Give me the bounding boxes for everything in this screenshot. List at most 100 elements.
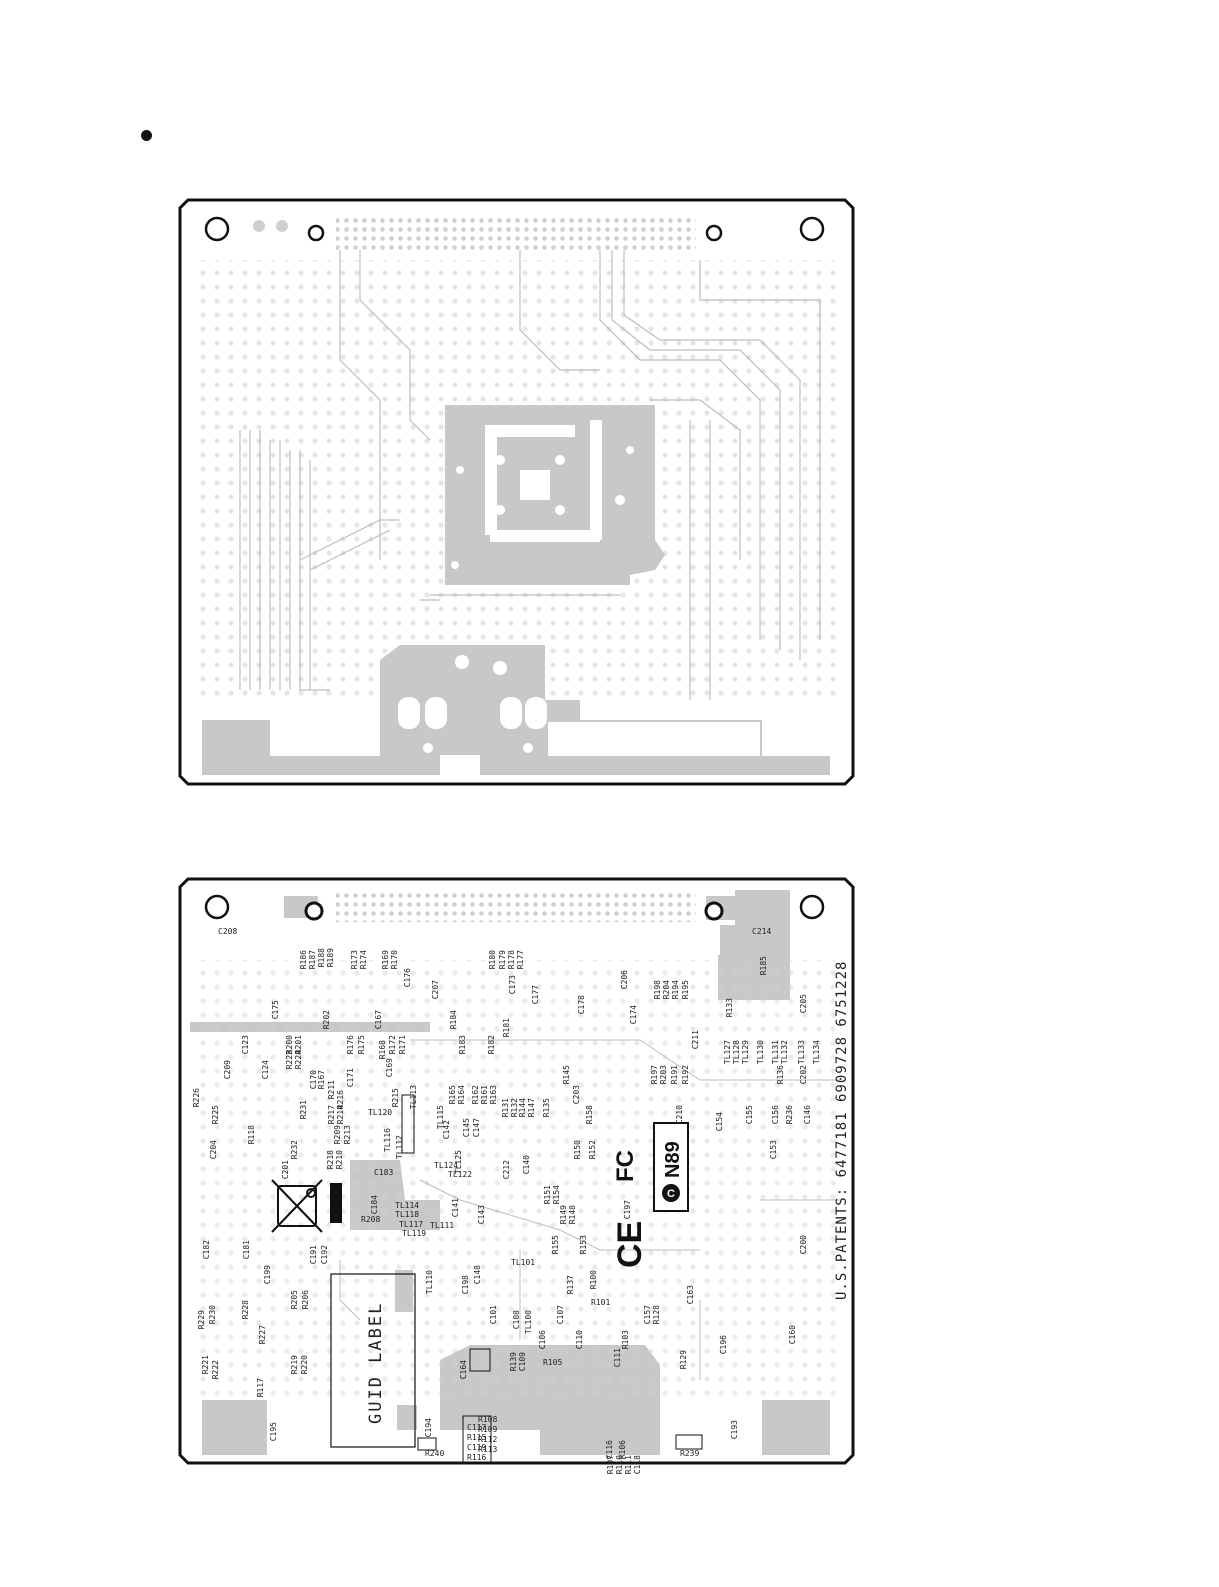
ref-r175: R175 (357, 1035, 366, 1054)
ref-tl125: TL125 (454, 1150, 463, 1174)
patents-text: U.S.PATENTS: 6477181 6909728 6751228 (834, 961, 850, 1300)
ref-r169: R169 (381, 950, 390, 969)
ref-r172: R172 (388, 1035, 397, 1054)
ref-r208: R208 (361, 1215, 380, 1224)
mounting-holes (204, 216, 825, 242)
ref-r213: R213 (343, 1125, 352, 1144)
ref-c155: C155 (745, 1105, 754, 1124)
ref-c191: C191 (309, 1245, 318, 1264)
ref-r115: R115 (467, 1433, 486, 1442)
ref-c141: C141 (451, 1198, 460, 1217)
ref-c110: C110 (575, 1330, 584, 1349)
header-pin-field (336, 216, 696, 250)
ref-c117: C117 (467, 1423, 486, 1432)
ref-r227: R227 (258, 1325, 267, 1344)
mounting-holes-bottom (204, 894, 825, 920)
ref-tl129: TL129 (741, 1040, 750, 1064)
ref-r192: R192 (681, 1065, 690, 1084)
ref-c123: C123 (241, 1035, 250, 1054)
ref-r221: R221 (201, 1355, 210, 1374)
ref-c184: C184 (370, 1195, 379, 1214)
ref-tl110: TL110 (425, 1270, 434, 1294)
ref-r240: R240 (425, 1449, 444, 1458)
ref-c116: C116 (605, 1440, 614, 1459)
ref-c183: C183 (374, 1168, 393, 1177)
ref-r167: R167 (317, 1070, 326, 1089)
ref-r168: R168 (378, 1040, 387, 1059)
ref-r112: R112 (478, 1435, 497, 1444)
pcb-bottom-silkscreen: GUID LABEL CE FC C N89 U.S.PATENTS: 6477… (178, 877, 855, 1474)
fcc-mark: FC (612, 1150, 639, 1182)
ref-r178: R178 (507, 950, 516, 969)
ref-r219: R219 (290, 1355, 299, 1374)
ref-c109: C109 (518, 1352, 527, 1371)
ref-c174: C174 (629, 1005, 638, 1024)
pcb-top-layer (178, 198, 855, 786)
ref-r228: R228 (241, 1300, 250, 1319)
ref-r224: R224 (294, 1050, 303, 1069)
ref-r180: R180 (488, 950, 497, 969)
ref-c202: C202 (799, 1065, 808, 1084)
ref-r129: R129 (679, 1350, 688, 1369)
ref-c154: C154 (715, 1112, 724, 1131)
ref-c153: C153 (769, 1140, 778, 1159)
ref-tl112: TL112 (395, 1135, 404, 1159)
ref-r105: R105 (543, 1358, 562, 1367)
ref-r163: R163 (489, 1085, 498, 1104)
ref-tl111: TL111 (430, 1221, 454, 1230)
guid-label-box (330, 1273, 416, 1448)
ref-c142: C142 (442, 1120, 451, 1139)
ref-c143: C143 (477, 1205, 486, 1224)
ref-r198: R198 (653, 980, 662, 999)
ref-r148: R148 (568, 1205, 577, 1224)
ref-c204: C204 (209, 1140, 218, 1159)
ref-c196: C196 (719, 1335, 728, 1354)
ref-r137: R137 (566, 1275, 575, 1294)
ref-r229: R229 (197, 1310, 206, 1329)
ref-c177: C177 (531, 985, 540, 1004)
ref-r110: R110 (615, 1455, 624, 1474)
ref-c214: C214 (752, 927, 771, 936)
ref-r181: R181 (502, 1018, 511, 1037)
ref-r103: R103 (621, 1330, 630, 1349)
ref-r164: R164 (457, 1085, 466, 1104)
ref-r153: R153 (579, 1235, 588, 1254)
ref-r230: R230 (208, 1305, 217, 1324)
ref-tl131: TL131 (771, 1040, 780, 1064)
ref-r147: R147 (527, 1098, 536, 1117)
ref-r101: R101 (591, 1298, 610, 1307)
ref-c198: C198 (461, 1275, 470, 1294)
ref-r236: R236 (785, 1105, 794, 1124)
ref-r170: R170 (390, 950, 399, 969)
ref-r132: R132 (510, 1098, 519, 1117)
ref-c209: C209 (223, 1060, 232, 1079)
ref-c119: C119 (467, 1443, 486, 1452)
ref-c160: C160 (788, 1325, 797, 1344)
ref-r133: R133 (725, 998, 734, 1017)
ref-r139: R139 (509, 1352, 518, 1371)
ref-r144: R144 (518, 1098, 527, 1117)
ref-c169: C169 (385, 1058, 394, 1077)
ref-r152: R152 (588, 1140, 597, 1159)
ref-r145: R145 (562, 1065, 571, 1084)
ref-c210: C210 (675, 1105, 684, 1124)
ref-c208: C208 (218, 927, 237, 936)
ref-r202: R202 (322, 1010, 331, 1029)
n89-text: N89 (662, 1141, 684, 1178)
ref-c171: C171 (346, 1068, 355, 1087)
ref-r239: R239 (680, 1449, 699, 1458)
ref-tl114: TL114 (395, 1201, 419, 1210)
ref-tl132: TL132 (780, 1040, 789, 1064)
ref-r108: R108 (478, 1415, 497, 1424)
ref-c111: C111 (613, 1348, 622, 1367)
ref-r194: R194 (671, 980, 680, 999)
ref-c140: C140 (522, 1155, 531, 1174)
ref-r204: R204 (662, 980, 671, 999)
ref-tl118: TL118 (395, 1210, 419, 1219)
ref-r158: R158 (585, 1105, 594, 1124)
ref-c200: C200 (799, 1235, 808, 1254)
ref-r162: R162 (471, 1085, 480, 1104)
ref-r231: R231 (299, 1100, 308, 1119)
ref-tl134: TL134 (812, 1040, 821, 1064)
